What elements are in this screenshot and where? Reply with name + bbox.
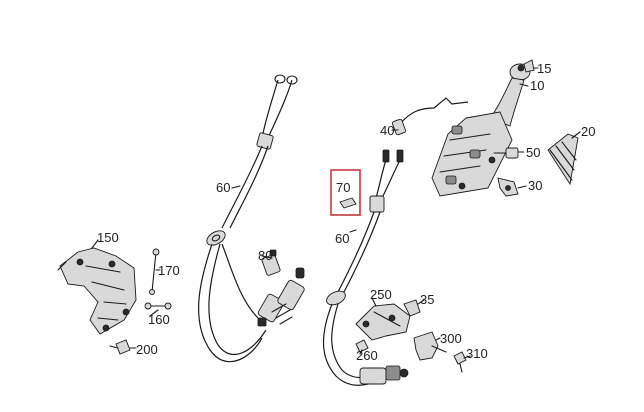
- label-200: 200: [136, 342, 158, 357]
- label-260: 260: [356, 348, 378, 363]
- label-60-right: 60: [335, 231, 349, 246]
- bracket-150: [57, 247, 137, 335]
- bracket-30: [497, 177, 519, 197]
- bolt-310: [453, 351, 467, 373]
- label-80: 80: [258, 248, 272, 263]
- cover-20: [547, 133, 579, 186]
- part-70-highlight[interactable]: [330, 169, 361, 216]
- label-30: 30: [528, 178, 542, 193]
- hose-300: [413, 331, 447, 361]
- label-170: 170: [158, 263, 180, 278]
- shift-cable-right: [322, 149, 409, 386]
- label-250: 250: [370, 287, 392, 302]
- label-150: 150: [97, 230, 119, 245]
- label-60-left: 60: [216, 180, 230, 195]
- label-70: 70: [336, 180, 350, 195]
- label-40: 40: [380, 123, 394, 138]
- label-15: 15: [537, 61, 551, 76]
- clip-15: [523, 59, 535, 73]
- pin-170: [149, 248, 160, 295]
- shift-cable-left: [198, 74, 305, 363]
- selector-rod: [392, 97, 469, 136]
- label-35: 35: [420, 292, 434, 307]
- highlight-box: [330, 169, 361, 216]
- gear-shifter: [431, 63, 531, 197]
- label-310: 310: [466, 346, 488, 361]
- label-20: 20: [581, 124, 595, 139]
- bolt-50: [493, 147, 519, 159]
- label-10: 10: [530, 78, 544, 93]
- label-300: 300: [440, 331, 462, 346]
- bolt-260: [355, 339, 369, 353]
- leader-lines: [91, 67, 581, 359]
- pin-160: [144, 302, 172, 310]
- label-160: 160: [148, 312, 170, 327]
- label-50: 50: [526, 145, 540, 160]
- bolt-200: [109, 339, 131, 355]
- bracket-250: [355, 303, 411, 341]
- clip-70: [339, 197, 357, 209]
- connector-80: [261, 249, 281, 276]
- part-labels: 15 10 20 40 50 30 60 70 60 80 150 170 16…: [97, 61, 595, 363]
- clip-35: [403, 299, 421, 317]
